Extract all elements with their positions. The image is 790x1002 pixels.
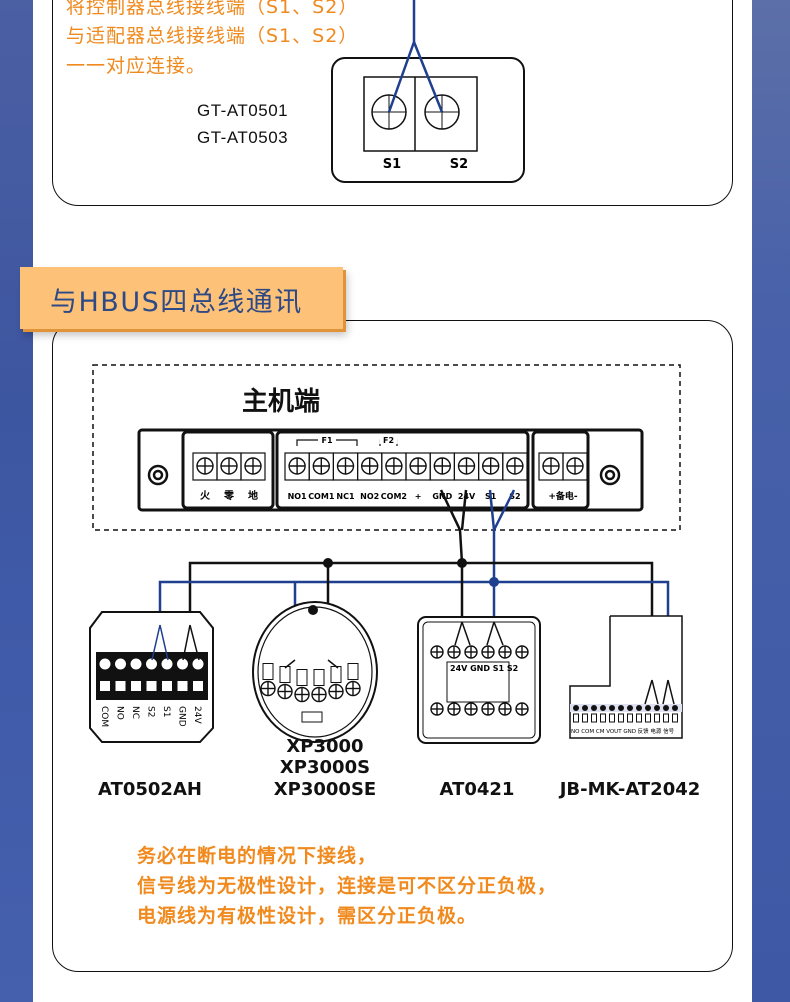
backup-power-label: +备电- [548, 490, 578, 502]
screw-terminal-icon [361, 457, 379, 475]
screw-terminal-icon [220, 457, 238, 475]
host-terminal-label: COM1 [308, 492, 335, 501]
fuse-group-label: F1 [321, 436, 332, 445]
host-terminal-label: NC1 [336, 492, 355, 501]
screw-terminal-icon [277, 683, 293, 700]
device-label-xp3000: XP3000 [286, 736, 363, 757]
screw-terminal-icon [498, 702, 512, 716]
screw-terminal-icon [336, 457, 355, 475]
device-label-xp3000s: XP3000S [280, 757, 370, 778]
host-terminal-label: 地 [248, 489, 258, 502]
screw-terminal-icon [433, 457, 451, 475]
screw-terminal-icon [288, 457, 306, 475]
devices: COM NO NC S2 S1 GND 24V 24V GND S1 S2 NO COM CM … [89, 601, 683, 744]
terminal-label: NO [115, 706, 125, 720]
host-terminal-label: GND [432, 492, 452, 501]
screw-terminal-icon [196, 457, 214, 475]
signal-wire [412, 41, 444, 113]
host-terminal-label: NO1 [288, 492, 307, 501]
screw-terminal-icon [515, 702, 529, 716]
device-jb-mk-at2042: NO COM CM VOUT GND 反馈 电源 信号 [569, 615, 683, 739]
screw-terminal-icon [464, 702, 478, 716]
screw-terminal-icon [515, 645, 529, 659]
screw-terminal-icon [447, 645, 461, 659]
mounting-hole-icon [147, 464, 169, 486]
terminal-label: NO COM CM VOUT GND 反馈 电源 信号 [571, 727, 675, 735]
note-line-3: 电源线为有极性设计，需区分正负极。 [137, 905, 478, 927]
device-label-at0421: AT0421 [440, 779, 515, 800]
screw-terminal-icon [385, 457, 403, 475]
screw-terminal-icon [312, 457, 330, 475]
device-label-at0502ah: AT0502AH [98, 779, 202, 800]
screw-terminal-icon [481, 702, 495, 716]
wire-junction-dots [323, 558, 499, 587]
terminal-label: COM [99, 706, 109, 727]
model-gt-at0503: GT-AT0503 [197, 128, 289, 147]
screw-terminal-icon [566, 457, 584, 475]
screw-terminal-icon [294, 686, 310, 703]
terminal-label-s1: S1 [383, 157, 401, 172]
screw-terminal-icon [447, 702, 461, 716]
adapter-terminal-block [331, 57, 525, 183]
left-background-strip [0, 0, 33, 1002]
terminal-label: S2 [146, 706, 156, 717]
device-label-jb-mk-at2042: JB-MK-AT2042 [558, 779, 701, 800]
note-line-2: 信号线为无极性设计，连接是可不区分正负极， [137, 875, 558, 897]
screw-terminal-icon [345, 680, 361, 697]
screw-terminal-icon [542, 457, 560, 475]
instruction-line-1: 将控制器总线接线端（S1、S2） [66, 0, 359, 18]
mounting-hole-icon [599, 464, 621, 486]
section-title: 与HBUS四总线通讯 [50, 287, 303, 318]
device-at0421: 24V GND S1 S2 [417, 616, 541, 744]
screw-terminal-icon [430, 702, 444, 716]
terminal-label: 24V GND S1 S2 [450, 664, 518, 673]
device-xp3000 [252, 601, 378, 743]
screw-terminal-icon [430, 645, 444, 659]
host-title: 主机端 [242, 387, 320, 417]
host-terminal-label: S2 [509, 492, 520, 501]
screw-terminal-icon [498, 645, 512, 659]
section-title-banner: 与HBUS四总线通讯 [20, 267, 343, 329]
screw-terminal-icon [464, 645, 478, 659]
screw-terminal-icon [506, 457, 524, 475]
terminal-label-s2: S2 [450, 157, 468, 172]
right-background-strip [752, 0, 790, 1002]
host-terminal-label: 零 [223, 489, 235, 502]
screw-terminal-icon [328, 683, 344, 700]
note-line-1: 务必在断电的情况下接线， [137, 845, 378, 867]
terminal-label: S1 [161, 706, 171, 717]
screw-terminal-icon [244, 457, 262, 475]
host-terminal-label: COM2 [381, 492, 407, 501]
fuse-group-label: F2 [383, 436, 394, 445]
instruction-line-3: 一一对应连接。 [66, 55, 207, 77]
host-terminal-label: 24V [458, 492, 476, 501]
host-terminal-label: NO2 [360, 492, 379, 501]
terminal-label: GND [177, 706, 187, 727]
screw-terminal-icon [457, 457, 476, 475]
model-gt-at0501: GT-AT0501 [197, 101, 289, 120]
screw-terminal-icon [311, 686, 327, 703]
screw-terminal-icon [482, 457, 500, 475]
screw-terminal-icon [409, 457, 427, 475]
screw-terminal-icon [481, 645, 495, 659]
instruction-line-2: 与适配器总线接线端（S1、S2） [66, 25, 359, 47]
terminal-label: 24V [192, 706, 202, 724]
device-at0502ah: COM NO NC S2 S1 GND 24V [89, 611, 214, 743]
device-label-xp3000se: XP3000SE [274, 779, 376, 800]
host-terminal-label: 火 [200, 490, 211, 502]
terminal-label: NC [130, 706, 140, 719]
bus-wires [158, 489, 670, 680]
host-dashed-frame [92, 364, 681, 531]
screw-terminal-icon [260, 680, 276, 697]
host-terminal-label: + [415, 492, 422, 501]
